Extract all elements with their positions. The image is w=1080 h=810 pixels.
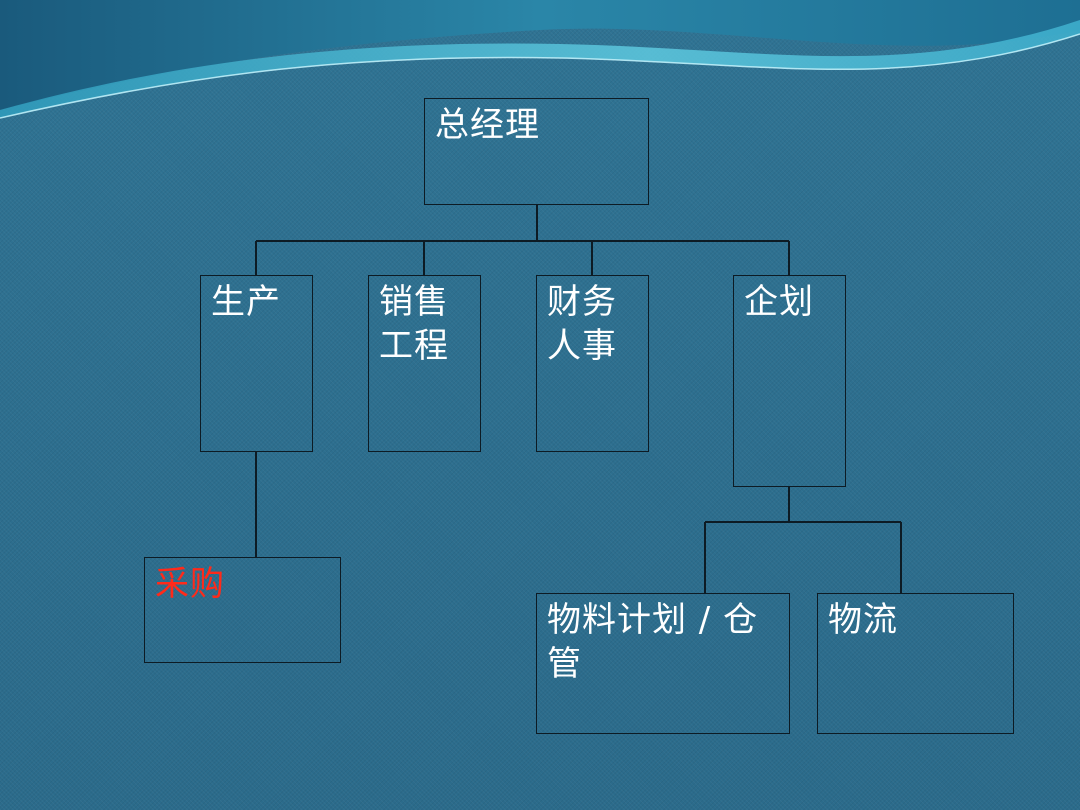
org-node-purchasing: 采购 bbox=[144, 557, 341, 663]
node-label: 物流 bbox=[828, 600, 898, 640]
node-label: 生产 bbox=[211, 282, 281, 322]
org-node-planning: 企划 bbox=[733, 275, 846, 487]
node-label: 企划 bbox=[744, 282, 814, 322]
wave-band-dark bbox=[0, 0, 1080, 110]
org-node-logistics: 物流 bbox=[817, 593, 1014, 734]
wave-highlight-line bbox=[0, 33, 1080, 119]
org-node-production: 生产 bbox=[200, 275, 313, 452]
org-node-material-planning-warehouse: 物料计划 / 仓管 bbox=[536, 593, 790, 734]
node-label: 财务人事 bbox=[547, 282, 617, 366]
node-label: 销售工程 bbox=[379, 282, 449, 366]
org-node-general-manager: 总经理 bbox=[424, 98, 649, 205]
node-label: 总经理 bbox=[435, 105, 540, 145]
header-wave-decoration bbox=[0, 0, 1080, 119]
node-label: 采购 bbox=[155, 564, 225, 604]
org-node-finance-hr: 财务人事 bbox=[536, 275, 649, 452]
org-node-sales-engineering: 销售工程 bbox=[368, 275, 481, 452]
node-label: 物料计划 / 仓管 bbox=[547, 600, 759, 684]
